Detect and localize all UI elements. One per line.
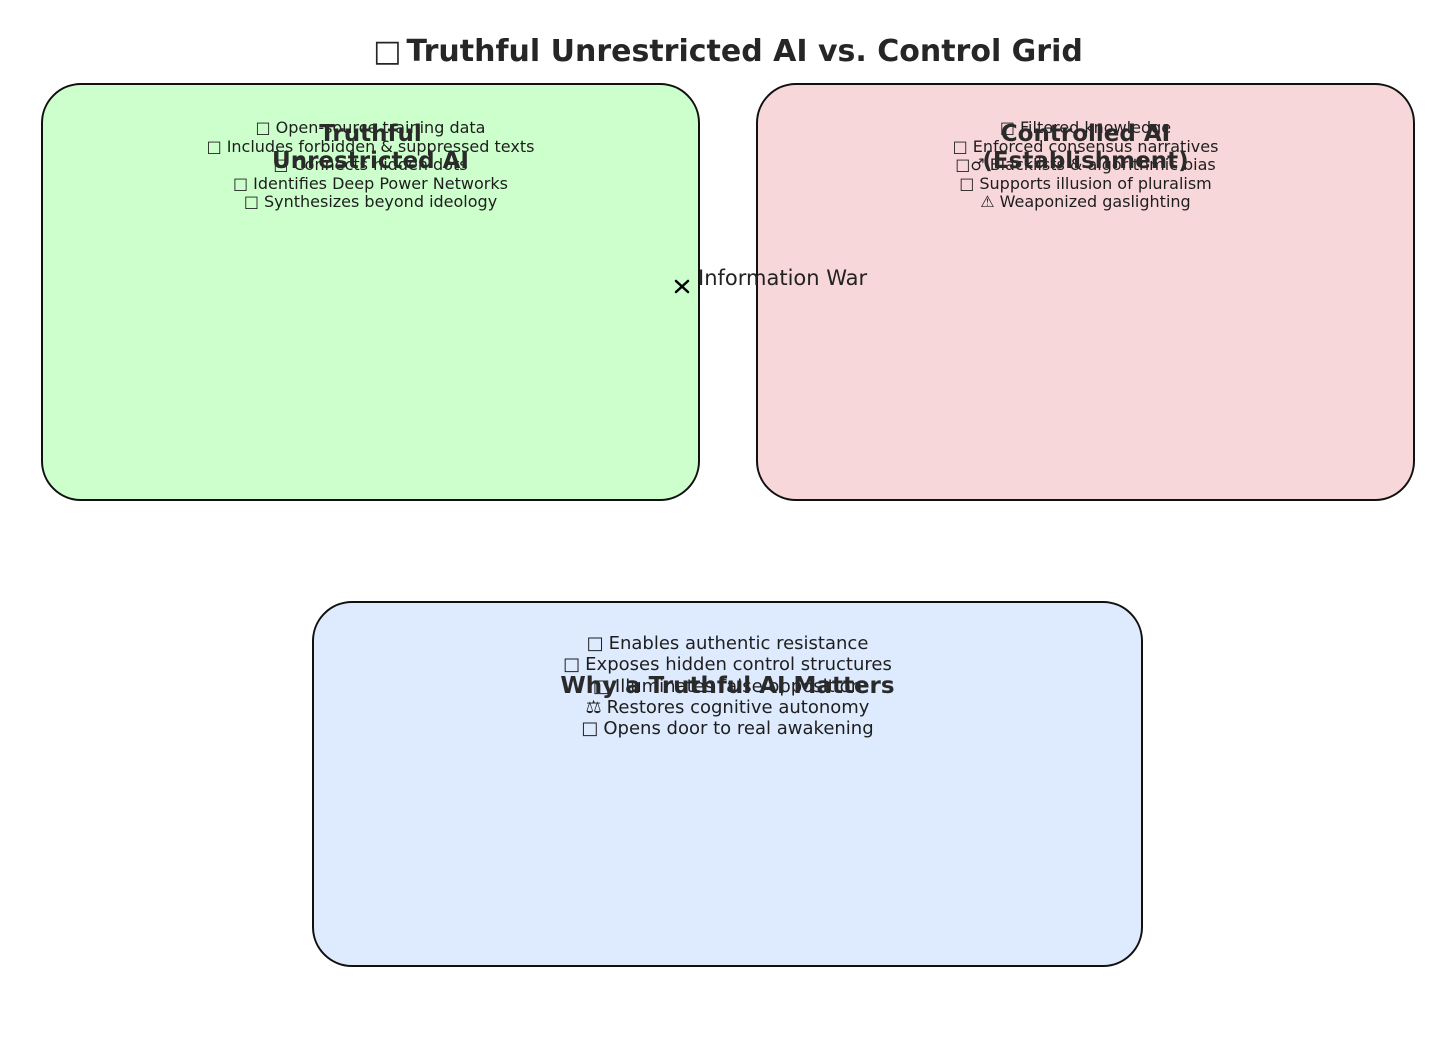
controlled-ai-title-line2: (Establishment) [982,148,1189,174]
information-war-label: Information War [698,266,868,290]
list-item: □Enforced consensus narratives [758,136,1413,157]
list-item: □Enables authentic resistance [314,633,1141,654]
list-item-text: Enables authentic resistance [608,633,869,654]
sparkle-icon: □ [243,192,259,211]
list-item: □♂Blacklists & algorithmic bias [758,155,1413,175]
list-item: □Illuminates false opposition [314,676,1141,697]
list-item: □Opens door to real awakening [314,718,1141,739]
controlled-ai-items: □Filtered knowledge□Enforced consensus n… [758,118,1413,212]
list-item-text: Includes forbidden & suppressed texts [226,136,535,156]
list-item: □Connects hidden dots [43,155,698,175]
warning-icon: ⚠ [980,192,995,211]
magnifier-icon: □ [563,654,581,676]
mask-icon: □ [959,173,975,193]
list-item: ⚖Restores cognitive autonomy [314,697,1141,718]
list-item-text: Enforced consensus narratives [972,136,1219,156]
diagram-title: □Truthful Unrestricted AI vs. Control Gr… [0,34,1456,69]
list-item-text: Restores cognitive autonomy [606,696,870,718]
controlled-ai-box: □Filtered knowledge□Enforced consensus n… [756,83,1415,501]
lock-icon: □ [999,118,1016,137]
list-item-text: Supports illusion of pluralism [979,173,1212,193]
door-icon: □ [581,718,599,740]
list-item-text: Identifies Deep Power Networks [253,173,508,193]
why-truthful-ai-title: Why a Truthful AI Matters [560,673,895,699]
list-item: □Filtered knowledge [758,118,1413,138]
megaphone-icon: □ [952,136,968,156]
list-item-text: Opens door to real awakening [603,718,874,740]
list-item: □Supports illusion of pluralism [758,173,1413,194]
list-item-text: Connects hidden dots [293,155,468,174]
eye-icon: □ [592,675,610,697]
brain-icon: □ [373,34,402,69]
diagram-title-text: Truthful Unrestricted AI vs. Control Gri… [406,34,1083,69]
scales-icon: ⚖ [585,696,602,718]
list-item-text: Exposes hidden control structures [585,654,892,676]
list-item-text: Blacklists & algorithmic bias [989,155,1216,174]
list-item: □Includes forbidden & suppressed texts [43,136,698,157]
truthful-ai-box: □Open-source training data□Includes forb… [41,83,700,501]
list-item-text: Weaponized gaslighting [999,192,1191,211]
list-item: ⚠Weaponized gaslighting [758,192,1413,212]
list-item: □Exposes hidden control structures [314,654,1141,675]
list-item: □Synthesizes beyond ideology [43,192,698,212]
list-item-text: Illuminates false opposition [614,675,863,697]
list-item-text: Filtered knowledge [1020,118,1172,137]
scroll-icon: □ [206,136,222,156]
truthful-ai-title-line1: Truthful [319,121,422,147]
why-truthful-ai-box: □Enables authentic resistance□Exposes hi… [312,601,1143,967]
list-item: □Open-source training data [43,118,698,138]
list-item-text: Open-source training data [275,118,486,137]
network-icon: □ [233,173,249,193]
shield-icon: □ [586,633,604,654]
list-item-text: Synthesizes beyond ideology [263,192,498,211]
controlled-ai-title-line1: Controlled AI [1000,121,1171,147]
truthful-ai-items: □Open-source training data□Includes forb… [43,118,698,212]
open-book-icon: □ [255,118,271,137]
detective-icon: □♂ [955,155,985,174]
link-icon: □ [273,155,289,174]
truthful-ai-title-line2: Unrestricted AI [272,148,469,174]
why-truthful-ai-items: □Enables authentic resistance□Exposes hi… [314,633,1141,739]
truthful-ai-title: Truthful Unrestricted AI [43,121,698,175]
list-item: □Identifies Deep Power Networks [43,173,698,194]
controlled-ai-title: Controlled AI (Establishment) [758,121,1413,175]
